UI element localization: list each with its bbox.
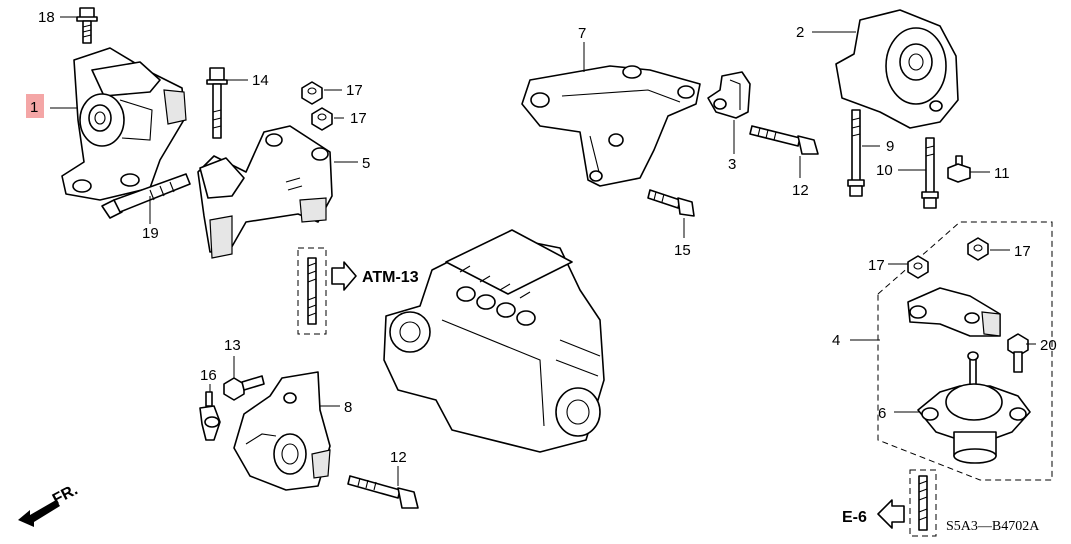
reference-e6[interactable]: E-6 bbox=[842, 509, 867, 526]
nut-17-left[interactable] bbox=[907, 255, 929, 279]
callout-11: 11 bbox=[994, 165, 1010, 182]
lower-mount-6[interactable] bbox=[917, 351, 1031, 464]
callout-3: 3 bbox=[728, 156, 736, 173]
mount-bracket-8[interactable] bbox=[233, 371, 331, 491]
bolt-19[interactable] bbox=[101, 173, 191, 219]
stud-box-e6 bbox=[909, 469, 937, 537]
callout-5: 5 bbox=[362, 155, 370, 172]
callout-17-b: 17 bbox=[350, 110, 367, 127]
callout-7: 7 bbox=[578, 25, 586, 42]
nut-17-lower[interactable] bbox=[311, 107, 333, 131]
callout-17-a: 17 bbox=[346, 82, 363, 99]
callout-16: 16 bbox=[200, 367, 217, 384]
engine-block bbox=[383, 229, 605, 453]
callout-12-upper: 12 bbox=[792, 182, 809, 199]
bolt-12-upper[interactable] bbox=[749, 125, 819, 155]
callout-4: 4 bbox=[832, 332, 840, 349]
callout-10: 10 bbox=[876, 162, 893, 179]
callout-9: 9 bbox=[886, 138, 894, 155]
callout-17-d: 17 bbox=[1014, 243, 1031, 260]
bolt-10[interactable] bbox=[921, 137, 939, 209]
callout-13: 13 bbox=[224, 337, 241, 354]
bolt-15[interactable] bbox=[647, 189, 695, 217]
mount-bracket-7[interactable] bbox=[521, 65, 701, 187]
callout-12-lower: 12 bbox=[390, 449, 407, 466]
upper-bracket-4[interactable] bbox=[907, 287, 1001, 337]
bolt-20[interactable] bbox=[1007, 333, 1029, 373]
bolt-13[interactable] bbox=[223, 375, 265, 401]
reference-atm13[interactable]: ATM-13 bbox=[362, 269, 419, 286]
callout-19: 19 bbox=[142, 225, 159, 242]
callout-1-highlight bbox=[26, 94, 44, 118]
diagram-code: S5A3—B4702A bbox=[946, 519, 1040, 534]
callout-2: 2 bbox=[796, 24, 804, 41]
engine-mount-2[interactable] bbox=[835, 9, 959, 129]
mount-bracket-5[interactable] bbox=[197, 125, 333, 259]
assembly-box-4 bbox=[877, 221, 1053, 481]
bolt-14[interactable] bbox=[206, 67, 228, 139]
callout-6: 6 bbox=[878, 405, 886, 422]
nut-17-upper[interactable] bbox=[301, 81, 323, 105]
nut-17-right[interactable] bbox=[967, 237, 989, 261]
callout-8: 8 bbox=[344, 399, 352, 416]
callout-15: 15 bbox=[674, 242, 691, 259]
clip-16[interactable] bbox=[199, 391, 221, 441]
bolt-12-lower[interactable] bbox=[347, 475, 419, 509]
stud-e6[interactable] bbox=[918, 475, 928, 531]
callout-20: 20 bbox=[1040, 337, 1057, 354]
stud-box-atm bbox=[297, 247, 327, 335]
stud-atm[interactable] bbox=[307, 257, 317, 325]
arrow-e6 bbox=[877, 499, 905, 529]
callout-17-c: 17 bbox=[868, 257, 885, 274]
callout-18: 18 bbox=[38, 9, 55, 26]
transmission-mount-1[interactable] bbox=[61, 47, 187, 201]
clip-bracket-3[interactable] bbox=[707, 71, 751, 119]
nut-11[interactable] bbox=[947, 155, 971, 183]
front-arrow-icon bbox=[18, 500, 60, 527]
bolt-18[interactable] bbox=[76, 7, 98, 44]
arrow-atm13 bbox=[331, 261, 357, 291]
bolt-9[interactable] bbox=[847, 109, 865, 197]
callout-14: 14 bbox=[252, 72, 269, 89]
callout-1: 1 bbox=[30, 99, 38, 116]
